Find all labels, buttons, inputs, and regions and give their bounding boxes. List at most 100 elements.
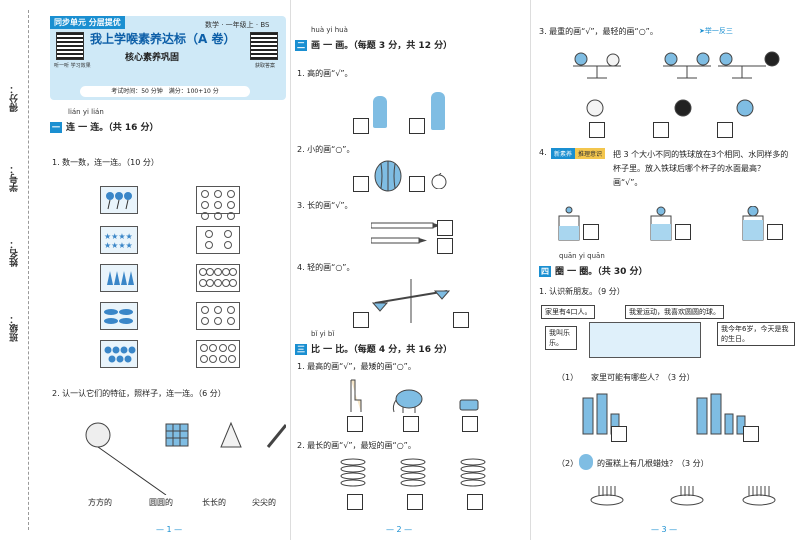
- balance-scale-image: [371, 279, 451, 323]
- answer-box[interactable]: [347, 416, 363, 432]
- dot: [201, 306, 210, 314]
- p2-question-2: 2. 小的画“○”。: [297, 145, 355, 154]
- section-3-title: 比 一 比。（每题 4 分，共 16 分）: [311, 345, 453, 355]
- svg-text:★★★★: ★★★★: [104, 232, 133, 241]
- shapes-figure: [85, 421, 286, 495]
- giraffe-image: [350, 379, 362, 412]
- new-literacy-badge: 新素养: [551, 148, 576, 159]
- related-practice-link[interactable]: ➤举一反三: [699, 27, 733, 35]
- answer-box[interactable]: [717, 122, 733, 138]
- lele-avatar: [579, 454, 593, 470]
- dot: [198, 279, 207, 287]
- answer-box[interactable]: [409, 176, 425, 192]
- reasoning-badge: 推理意识: [575, 148, 606, 159]
- answer-box[interactable]: [653, 122, 669, 138]
- answer-box[interactable]: [453, 312, 469, 328]
- image-card-lollipops: [100, 186, 138, 214]
- dot: [201, 212, 210, 220]
- answer-box[interactable]: [675, 224, 691, 240]
- cone-shape: [220, 421, 242, 448]
- answer-box[interactable]: [611, 426, 627, 442]
- cube-shape: [165, 423, 189, 447]
- section-1-title: 连 一 连。（共 16 分）: [66, 123, 159, 133]
- dot-card: [196, 302, 240, 330]
- springs-image: [340, 458, 486, 487]
- p3-sub-2: 的蛋糕上有几根蜡烛？（3 分）: [597, 459, 709, 468]
- family-photo-image: [589, 322, 701, 358]
- p2-question-1: 1. 高的画“√”。: [297, 69, 353, 78]
- series-tag: 同步单元 分层提优: [50, 16, 125, 29]
- p3-question-3: 3. 最重的画“√”，最轻的画“○”。: [539, 27, 658, 36]
- dot: [226, 306, 235, 314]
- p3-sub-2-number: （2）: [557, 459, 579, 468]
- dot: [218, 344, 227, 352]
- dot: [204, 230, 213, 238]
- dot: [209, 344, 218, 352]
- answer-box[interactable]: [353, 118, 369, 134]
- svg-text:★★★★: ★★★★: [104, 241, 133, 250]
- cakes-image: [590, 486, 776, 506]
- example-line: [97, 446, 167, 495]
- answer-box[interactable]: [353, 312, 369, 328]
- answer-box[interactable]: [467, 494, 483, 510]
- answer-box[interactable]: [437, 238, 453, 254]
- subject-label: 数学 · 一年级上 · BS: [205, 21, 270, 29]
- answer-box[interactable]: [462, 416, 478, 432]
- answer-box[interactable]: [743, 426, 759, 442]
- image-card-stars: ★★★★★★★★: [100, 226, 138, 254]
- answer-box[interactable]: [409, 118, 425, 134]
- section-3-pinyin: bǐ yi bǐ: [311, 330, 335, 338]
- dot: [226, 190, 235, 198]
- page-3: 3. 最重的画“√”，最轻的画“○”。 ➤举一反三 4. 新素养推理意识 把 3…: [530, 0, 796, 540]
- image-card-flowers: [100, 340, 138, 368]
- cups-image: [558, 206, 764, 241]
- answer-box[interactable]: [589, 122, 605, 138]
- section-4-title: 圈 一 圈。（共 30 分）: [555, 267, 648, 277]
- answer-box[interactable]: [407, 494, 423, 510]
- dot: [214, 190, 222, 198]
- dot-card: [196, 186, 240, 220]
- dot: [229, 268, 238, 276]
- shape-label-square: 方方的: [88, 498, 112, 507]
- answer-box[interactable]: [583, 224, 599, 240]
- p1-question-2: 2. 认一认它们的特征，照样子，连一连。（6 分）: [52, 389, 226, 398]
- tall-child-image: [431, 92, 445, 130]
- answer-box[interactable]: [353, 176, 369, 192]
- dot: [221, 279, 230, 287]
- elephant-image: [392, 389, 423, 413]
- name-label: 姓名：: [10, 240, 20, 267]
- p3-question-4-badges: 新素养推理意识: [551, 148, 606, 159]
- section-2-pinyin: huà yi huà: [311, 26, 348, 34]
- dot: [201, 317, 210, 325]
- page-number-1: — 1 —: [156, 525, 183, 534]
- section-1-heading: 一连 一 连。（共 16 分）: [50, 120, 159, 133]
- dot: [228, 355, 237, 363]
- qr-code-right[interactable]: [250, 32, 278, 60]
- scales-image: [573, 51, 780, 79]
- answer-box[interactable]: [437, 220, 453, 236]
- qr-right-label: 获取答案: [255, 63, 276, 69]
- section-1-number: 一: [50, 122, 62, 133]
- p3-question-5: 1. 认识新朋友。（9 分）: [539, 287, 625, 296]
- page-number-3: — 3 —: [651, 525, 678, 534]
- dot-card: [196, 264, 240, 292]
- dot: [228, 344, 237, 352]
- class-label: 班级：: [10, 315, 20, 342]
- dot: [214, 212, 222, 220]
- p3-question-4: 把 3 个大小不同的铁球放在3个相同、水同样多的杯子里。放入铁球后哪个杯子的水面…: [613, 150, 789, 187]
- answer-box[interactable]: [767, 224, 783, 240]
- dot: [226, 317, 235, 325]
- p3-sub-1: 家里可能有哪些人？（3 分）: [591, 373, 695, 382]
- shape-label-round: 圆圆的: [149, 498, 173, 507]
- dot: [218, 355, 227, 363]
- qr-code-left[interactable]: [56, 32, 84, 60]
- page-number-2: — 2 —: [386, 525, 413, 534]
- qr-left-label: 听一听 学习效果: [54, 63, 91, 69]
- answer-box[interactable]: [347, 494, 363, 510]
- p2-question-4: 4. 轻的画“○”。: [297, 263, 355, 272]
- dot: [214, 317, 222, 325]
- section-2-number: 二: [295, 40, 307, 51]
- short-child-image: [373, 96, 387, 128]
- score-label: 得分：: [10, 85, 20, 112]
- answer-box[interactable]: [403, 416, 419, 432]
